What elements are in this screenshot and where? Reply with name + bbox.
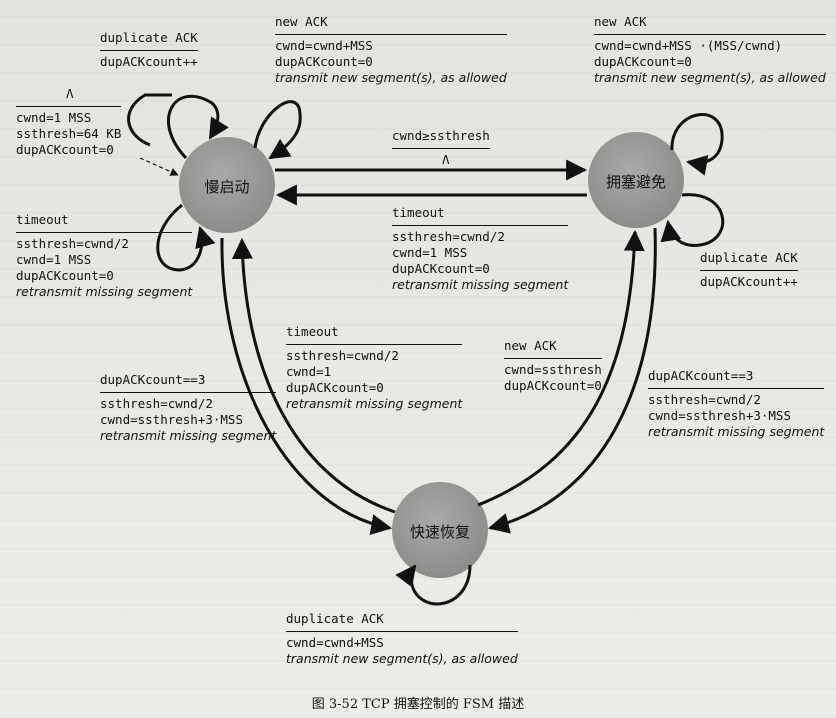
edge-fr-to-ss [231,237,396,514]
label-ss-new: new ACK cwnd=cwnd+MSS dupACKcount=0 tran… [275,14,507,86]
rule [286,631,518,632]
action: cwnd=cwnd+MSS [275,38,373,53]
rule [504,358,602,359]
action: ssthresh=cwnd/2 [648,392,761,407]
action: cwnd=1 MSS [16,252,92,267]
rule [594,34,826,35]
label-ss-dup: duplicate ACK dupACKcount++ [100,30,198,70]
trigger: dupACKcount==3 [100,372,206,387]
rule [700,270,798,271]
state-fast-recovery [392,482,488,578]
edge-fr-to-ca [477,229,645,507]
note: transmit new segment(s), as allowed [275,70,507,85]
edge-ss-dup-loop [167,94,229,160]
trigger: timeout [16,212,69,227]
action: ssthresh=cwnd/2 [100,396,213,411]
trigger: timeout [286,324,339,339]
action: ssthresh=cwnd/2 [286,348,399,363]
rule [16,106,122,107]
action: dupACKcount=0 [16,142,114,157]
label-ss-to-ca: cwnd≥ssthresh Λ [392,128,490,168]
rule [100,50,198,51]
label-ss-timeout: timeout ssthresh=cwnd/2 cwnd=1 MSS dupAC… [16,212,193,300]
rule [286,344,463,345]
rule [100,392,277,393]
action: cwnd=cwnd+MSS ·(MSS/cwnd) [594,38,783,53]
state-label-fast-recovery: 快速恢复 [409,523,470,541]
note: retransmit missing segment [286,396,463,411]
action: dupACKcount=0 [594,54,692,69]
label-ca-dup: duplicate ACK dupACKcount++ [700,250,798,290]
action: dupACKcount++ [100,54,198,69]
action: dupACKcount=0 [275,54,373,69]
edge-fr-dup-loop [395,564,472,606]
action: cwnd=cwnd+MSS [286,635,384,650]
trigger: new ACK [594,14,647,29]
trigger: new ACK [275,14,328,29]
trigger: duplicate ACK [100,30,198,45]
edge-init [139,157,179,176]
state-label-slow-start: 慢启动 [204,178,250,196]
note: retransmit missing segment [648,424,825,439]
action: ssthresh=64 KB [16,126,122,141]
edge-ca-new-loop [670,113,724,176]
action: cwnd=1 MSS [16,110,92,125]
trigger: timeout [392,205,445,220]
action: dupACKcount=0 [504,378,602,393]
note: retransmit missing segment [100,428,277,443]
trigger: cwnd≥ssthresh [392,128,490,143]
action: dupACKcount=0 [392,261,490,276]
trigger: Λ [66,86,74,101]
state-slow-start [179,137,275,233]
note: transmit new segment(s), as allowed [286,651,518,666]
action: dupACKcount=0 [16,268,114,283]
edge-ss-timeout-loop [156,203,216,272]
label-fr-timeout: timeout ssthresh=cwnd/2 cwnd=1 dupACKcou… [286,324,463,412]
edge-ca-to-fr [487,227,657,534]
action: cwnd=ssthresh+3·MSS [648,408,791,423]
label-init: Λ cwnd=1 MSS ssthresh=64 KB dupACKcount=… [16,86,122,158]
rule [392,225,569,226]
trigger: dupACKcount==3 [648,368,754,383]
action: ssthresh=cwnd/2 [392,229,505,244]
rule [648,388,825,389]
edge-init-loop [127,93,172,147]
action: dupACKcount=0 [286,380,384,395]
lambda: Λ [442,152,450,167]
action: cwnd=1 [286,364,332,379]
edge-ss-to-fr [220,237,393,535]
action: ssthresh=cwnd/2 [16,236,129,251]
action: cwnd=1 MSS [392,245,468,260]
edge-ss-new-loop [253,100,302,160]
label-ca-timeout: timeout ssthresh=cwnd/2 cwnd=1 MSS dupAC… [392,205,569,293]
note: retransmit missing segment [392,277,569,292]
rule [275,34,507,35]
state-congestion-avoidance [588,132,684,228]
action: dupACKcount++ [700,274,798,289]
label-fr-dup: duplicate ACK cwnd=cwnd+MSS transmit new… [286,611,518,667]
trigger: duplicate ACK [700,250,798,265]
action: cwnd=ssthresh+3·MSS [100,412,243,427]
rule [392,148,490,149]
rule [16,232,193,233]
label-ca-new: new ACK cwnd=cwnd+MSS ·(MSS/cwnd) dupACK… [594,14,826,86]
label-ca-to-fr: dupACKcount==3 ssthresh=cwnd/2 cwnd=ssth… [648,368,825,440]
label-fr-new: new ACK cwnd=ssthresh dupACKcount=0 [504,338,602,394]
trigger: duplicate ACK [286,611,384,626]
action: cwnd=ssthresh [504,362,602,377]
state-label-congestion-avoidance: 拥塞避免 [605,173,666,191]
label-ss-to-fr: dupACKcount==3 ssthresh=cwnd/2 cwnd=ssth… [100,372,277,444]
figure-caption: 图 3-52 TCP 拥塞控制的 FSM 描述 [311,697,525,712]
note: transmit new segment(s), as allowed [594,70,826,85]
note: retransmit missing segment [16,284,193,299]
edge-ca-dup-loop [660,193,725,247]
trigger: new ACK [504,338,557,353]
